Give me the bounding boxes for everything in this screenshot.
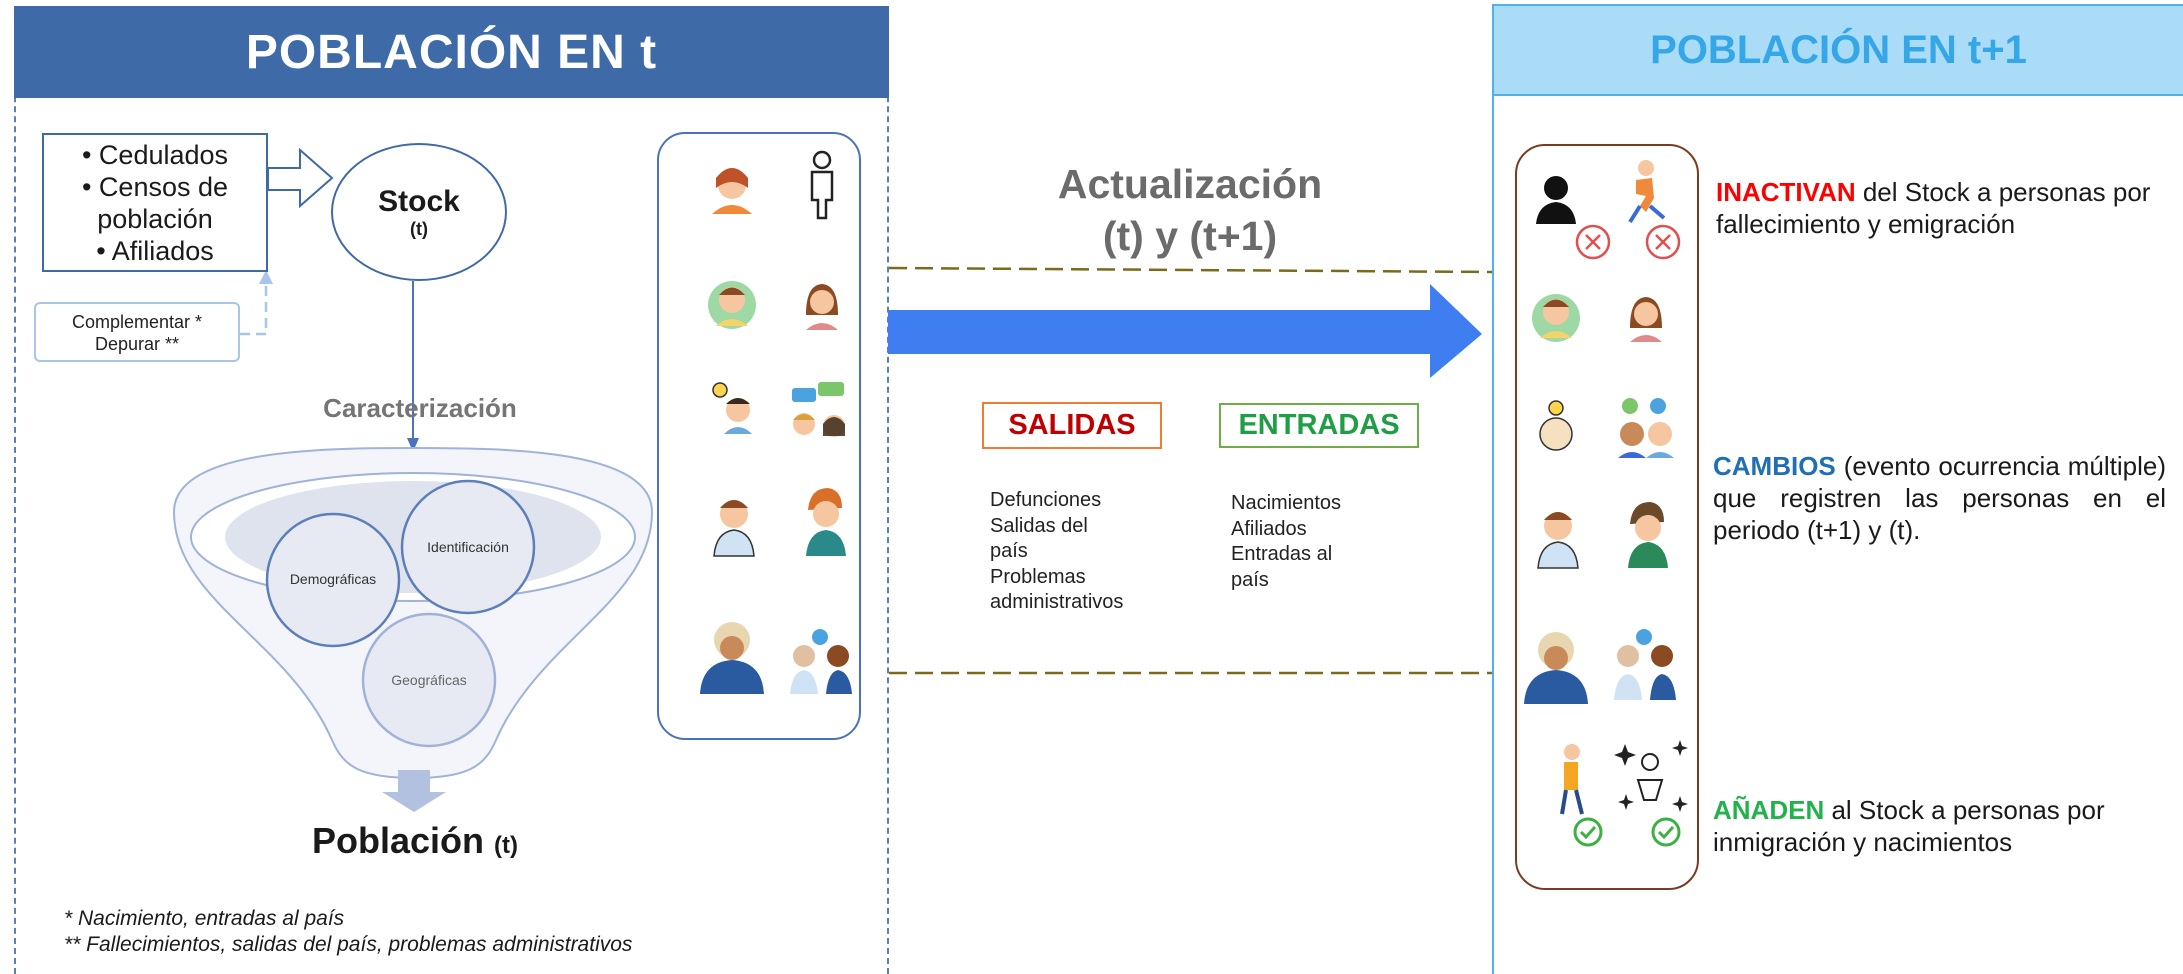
entradas-item: Entradas al xyxy=(1231,543,1333,565)
source-arrow xyxy=(267,147,334,209)
source-item: • Afiliados xyxy=(96,236,214,266)
poblacion-sub: (t) xyxy=(494,832,519,859)
update-arrow xyxy=(888,284,1482,378)
salidas-box: SALIDAS xyxy=(982,402,1162,449)
footnotes: * Nacimiento, entradas al país ** Fallec… xyxy=(64,906,784,958)
complement-arrowhead xyxy=(259,270,273,284)
footnote: ** Fallecimientos, salidas del país, pro… xyxy=(64,933,633,956)
entradas-item: Nacimientos xyxy=(1231,492,1342,514)
complement-box: Complementar * Depurar ** xyxy=(34,302,240,362)
inactivan-keyword: INACTIVAN xyxy=(1716,177,1856,207)
funnel-circle-identificacion xyxy=(400,479,536,615)
cambios-text: (evento ocurrencia múltiple) que registr… xyxy=(1713,451,2166,545)
salidas-item: Defunciones xyxy=(990,489,1102,511)
salidas-item: administrativos xyxy=(990,591,1124,613)
entradas-item: Afiliados xyxy=(1231,517,1307,540)
poblacion-label: Población xyxy=(311,820,485,861)
right-panel xyxy=(1492,4,2183,974)
complement-connector xyxy=(240,282,268,336)
anaden-description: AÑADEN al Stock a personas por inmigraci… xyxy=(1713,794,2168,858)
stock-sub: (t) xyxy=(410,218,428,239)
update-line2: (t) y (t+1) xyxy=(1102,213,1278,259)
entradas-item: país xyxy=(1231,568,1269,591)
right-panel-title: POBLACIÓN EN t+1 xyxy=(1494,6,2183,96)
source-item: • Censos de xyxy=(81,172,229,202)
caracterizacion-label: Caracterización xyxy=(323,393,517,423)
source-item: • Cedulados xyxy=(81,140,229,170)
complement-line: Complementar * xyxy=(71,312,203,332)
poblacion-t-label: Población (t) xyxy=(255,820,575,862)
update-label: Actualización (t) y (t+1) xyxy=(1000,158,1380,262)
dashed-line-top-left xyxy=(888,266,1493,274)
cambios-description: CAMBIOS (evento ocurrencia múltiple) que… xyxy=(1713,450,2166,546)
funnel-output-arrow xyxy=(382,770,446,812)
salidas-list: Defunciones Salidas del país Problemas a… xyxy=(990,488,1170,616)
funnel-circle-demograficas xyxy=(265,512,401,648)
funnel-label-demograficas: Demográficas xyxy=(289,571,377,587)
complement-line: Depurar ** xyxy=(94,334,180,354)
salidas-item: Problemas xyxy=(990,565,1086,588)
stock-label: Stock xyxy=(378,184,460,218)
update-line1: Actualización xyxy=(1057,161,1323,207)
funnel-label-geograficas: Geográficas xyxy=(391,672,467,688)
cambios-keyword: CAMBIOS xyxy=(1713,451,1836,481)
source-item: población xyxy=(97,204,213,234)
left-people-box xyxy=(657,132,861,740)
inactivan-text: del Stock a personas por fallecimiento y… xyxy=(1716,177,2151,239)
funnel-circle-geograficas xyxy=(361,612,497,748)
inactivan-description: INACTIVAN del Stock a personas por falle… xyxy=(1716,176,2156,240)
anaden-text: al Stock a personas por inmigración y na… xyxy=(1713,795,2105,857)
footnote: * Nacimiento, entradas al país xyxy=(64,907,345,930)
left-panel-title: POBLACIÓN EN t xyxy=(14,6,889,98)
right-people-box xyxy=(1515,144,1699,890)
anaden-keyword: AÑADEN xyxy=(1713,795,1825,825)
salidas-item: país xyxy=(990,540,1028,562)
stock-down-arrowhead xyxy=(407,438,419,452)
entradas-box: ENTRADAS xyxy=(1219,403,1419,448)
salidas-item: Salidas del xyxy=(990,514,1088,537)
stock-circle: Stock (t) xyxy=(331,143,507,281)
sources-box: • Cedulados • Censos de población • Afil… xyxy=(42,133,268,272)
entradas-list: Nacimientos Afiliados Entradas al país xyxy=(1231,491,1391,593)
funnel-label-identificacion: Identificación xyxy=(427,539,509,555)
